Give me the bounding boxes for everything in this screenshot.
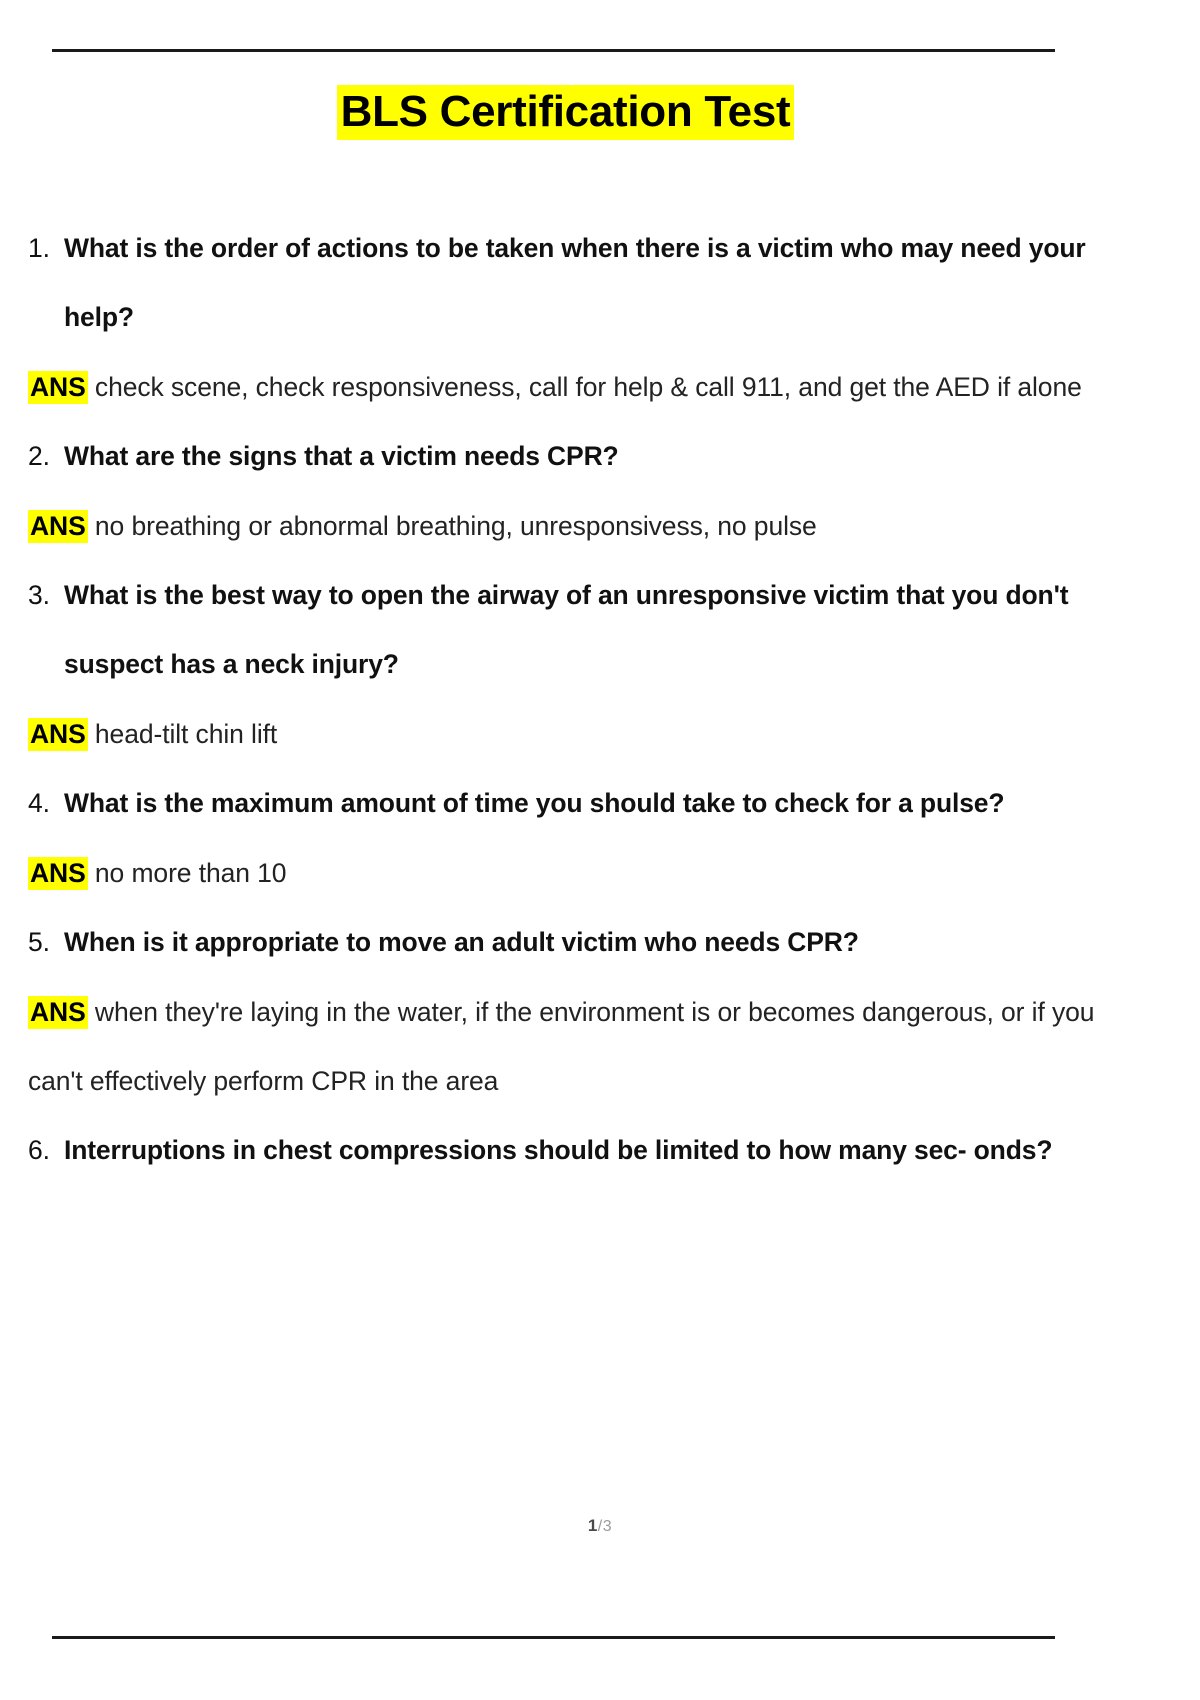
question-answer-list: 1. What is the order of actions to be tak… [28,214,1103,1186]
answer-text-2: no breathing or abnormal breathing, unre… [94,510,817,541]
answer-tag-1: ANS [28,370,88,404]
question-number-2: 2. [28,441,50,472]
qa-item-2: 2. What are the signs that a victim needs… [28,422,1103,561]
header-rule [52,49,1055,52]
page-title: BLS Certification Test [28,85,1103,140]
question-5: 5. When is it appropriate to move an adul… [28,908,1103,977]
answer-text-1: check scene, check responsiveness, call … [94,371,1082,402]
answer-3: ANS head-tilt chin lift [28,700,1103,769]
qa-item-1: 1. What is the order of actions to be tak… [28,214,1103,422]
current-page-number: 1 [587,1516,598,1535]
footer-rule [52,1636,1055,1639]
page-title-text: BLS Certification Test [336,85,795,140]
page-footer: 1/3 [0,1516,1200,1536]
question-text-6: Interruptions in chest compressions shou… [64,1135,1053,1166]
question-3: 3. What is the best way to open the airwa… [28,561,1103,700]
question-number-6: 6. [28,1135,50,1166]
answer-text-4: no more than 10 [94,857,287,888]
question-1: 1. What is the order of actions to be tak… [28,214,1103,353]
question-text-5: When is it appropriate to move an adult … [64,927,859,958]
question-number-5: 5. [28,927,50,958]
question-text-1: What is the order of actions to be taken… [64,232,1086,333]
answer-tag-4: ANS [28,856,88,890]
question-number-4: 4. [28,788,50,819]
answer-text-3: head-tilt chin lift [94,718,278,749]
document-content: BLS Certification Test 1. What is the ord… [28,85,1103,1186]
question-4: 4. What is the maximum amount of time you… [28,769,1103,838]
answer-5: ANS when they're laying in the water, if… [28,978,1103,1117]
answer-1: ANS check scene, check responsiveness, c… [28,353,1103,422]
question-2: 2. What are the signs that a victim needs… [28,422,1103,491]
answer-tag-3: ANS [28,717,88,751]
question-number-3: 3. [28,580,50,611]
question-number-1: 1. [28,232,50,263]
question-6: 6. Interruptions in chest compressions sh… [28,1116,1103,1185]
question-text-4: What is the maximum amount of time you s… [64,788,1005,819]
answer-tag-5: ANS [28,995,88,1029]
answer-2: ANS no breathing or abnormal breathing, … [28,492,1103,561]
qa-item-3: 3. What is the best way to open the airwa… [28,561,1103,769]
answer-4: ANS no more than 10 [28,839,1103,908]
qa-item-4: 4. What is the maximum amount of time you… [28,769,1103,908]
answer-tag-2: ANS [28,509,88,543]
answer-text-5: when they're laying in the water, if the… [28,996,1095,1096]
page-separator: / [597,1518,603,1535]
qa-item-5: 5. When is it appropriate to move an adul… [28,908,1103,1116]
question-text-2: What are the signs that a victim needs C… [64,441,619,472]
qa-item-6: 6. Interruptions in chest compressions sh… [28,1116,1103,1185]
question-text-3: What is the best way to open the airway … [64,580,1069,680]
total-page-count: 3 [602,1518,613,1535]
